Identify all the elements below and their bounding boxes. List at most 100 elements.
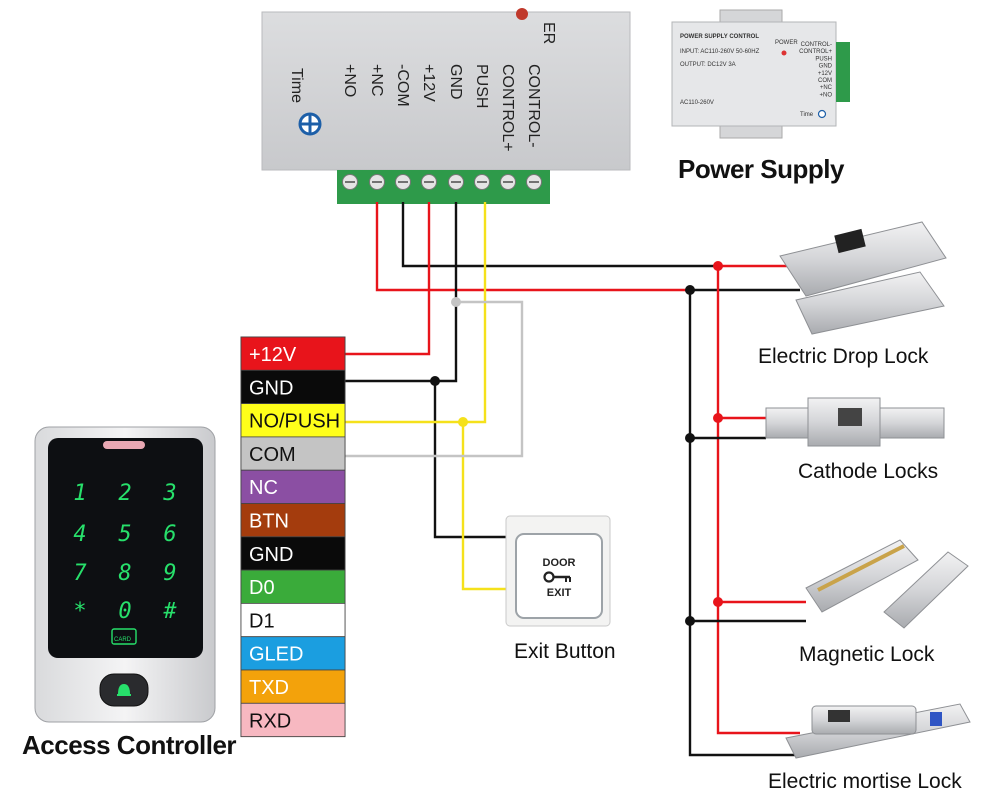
keypad-key[interactable]: 3 bbox=[162, 481, 176, 506]
ps-led bbox=[781, 50, 787, 56]
svg-text:BTN: BTN bbox=[249, 511, 289, 533]
time-knob-icon bbox=[298, 112, 322, 136]
controller-case bbox=[261, 11, 631, 171]
keypad-key[interactable]: # bbox=[162, 599, 177, 624]
wires bbox=[345, 202, 806, 757]
access-controller-caption: Access Controller bbox=[22, 730, 236, 760]
ps-time-knob-icon bbox=[817, 109, 827, 119]
keypad-key[interactable]: 1 bbox=[73, 481, 86, 506]
keypad-key[interactable]: 6 bbox=[163, 522, 176, 547]
keypad-key[interactable]: 2 bbox=[118, 481, 131, 506]
keypad-key[interactable]: * bbox=[73, 599, 86, 624]
svg-text:D1: D1 bbox=[249, 610, 275, 632]
svg-text:COM: COM bbox=[249, 444, 296, 466]
terminal-block bbox=[337, 170, 550, 204]
ps-side-label: CONTROL- bbox=[801, 42, 832, 48]
svg-text:GLED: GLED bbox=[249, 644, 303, 666]
controller-terminal-label: CONTROL- bbox=[525, 64, 542, 148]
ps-power-label: POWER bbox=[775, 40, 798, 46]
wire-label-d0: D0 bbox=[240, 569, 346, 604]
ps-side-label: GND bbox=[819, 64, 833, 70]
controller-terminal-label: +NC bbox=[368, 64, 385, 96]
ps-header: POWER SUPPLY CONTROL bbox=[680, 34, 759, 40]
wire-label-no-push: NO/PUSH bbox=[240, 403, 346, 438]
controller-time-label: Time bbox=[288, 68, 305, 103]
keypad-indicator-light bbox=[103, 441, 145, 449]
wire-label-d1: D1 bbox=[240, 603, 346, 638]
ps-time-label: Time bbox=[800, 112, 814, 118]
wire-label-txd: TXD bbox=[240, 669, 346, 704]
ps-ac-label: AC110-260V bbox=[680, 100, 714, 106]
wire-label-com: COM bbox=[240, 436, 346, 471]
keypad-key[interactable]: 4 bbox=[73, 522, 86, 547]
ps-output-line: OUTPUT: DC12V 3A bbox=[680, 62, 736, 68]
ps-caption: Power Supply bbox=[678, 154, 845, 184]
ps-side-label: +NO bbox=[819, 92, 832, 98]
screw-icon bbox=[474, 174, 490, 190]
svg-text:NC: NC bbox=[249, 477, 278, 499]
cathode-lock: Cathode Locks bbox=[765, 397, 945, 483]
wire-label-gnd: GND bbox=[240, 536, 346, 571]
controller-terminal-label: -COM bbox=[394, 64, 411, 107]
ps-terminal-block bbox=[836, 42, 850, 102]
keypad-keys: 1 2 3 4 5 6 7 8 9 * 0 # bbox=[73, 481, 177, 624]
mortise-lock-caption: Electric mortise Lock bbox=[768, 770, 962, 793]
exit-button-bottom-text: EXIT bbox=[547, 587, 572, 599]
svg-text:GND: GND bbox=[249, 544, 293, 566]
controller-terminal-label: PUSH bbox=[473, 64, 490, 108]
ps-side-label: +NC bbox=[820, 85, 833, 91]
ps-side-label: CONTROL+ bbox=[799, 49, 832, 55]
cathode-lock-caption: Cathode Locks bbox=[798, 460, 938, 483]
keypad-key[interactable]: 5 bbox=[118, 522, 131, 547]
doorbell-icon bbox=[117, 684, 131, 696]
svg-text:NO/PUSH: NO/PUSH bbox=[249, 411, 340, 433]
keypad-key[interactable]: 7 bbox=[73, 561, 87, 586]
card-icon: CARD bbox=[111, 628, 137, 645]
controller-terminal-label: +NO bbox=[341, 64, 358, 97]
screw-icon bbox=[500, 174, 516, 190]
keypad-key[interactable]: 0 bbox=[118, 599, 131, 624]
wire-black-exit bbox=[433, 381, 512, 539]
key-icon bbox=[543, 571, 571, 583]
controller-led bbox=[516, 8, 528, 20]
drop-lock-caption: Electric Drop Lock bbox=[758, 345, 929, 368]
exit-button: DOOR EXIT Exit Button bbox=[505, 515, 616, 663]
svg-text:RXD: RXD bbox=[249, 710, 291, 732]
ps-side-label: +12V bbox=[818, 71, 832, 77]
controller-terminal-label: +12V bbox=[420, 64, 437, 102]
wire-label-btn: BTN bbox=[240, 503, 346, 538]
terminal-screws bbox=[342, 174, 542, 190]
keypad-key[interactable]: 9 bbox=[163, 561, 176, 586]
screw-icon bbox=[526, 174, 542, 190]
wire-black-nc-bus bbox=[401, 202, 718, 268]
wire-black-vertical-bus bbox=[688, 290, 800, 757]
wire-red-12v bbox=[345, 202, 431, 356]
keypad-key[interactable]: 8 bbox=[118, 561, 131, 586]
wire-label-gnd: GND bbox=[240, 369, 346, 404]
svg-text:CARD: CARD bbox=[114, 637, 132, 643]
controller-terminal-label: CONTROL+ bbox=[499, 64, 516, 152]
svg-text:TXD: TXD bbox=[249, 677, 289, 699]
wire-black-gnd bbox=[345, 202, 458, 383]
access-controller: 1 2 3 4 5 6 7 8 9 * 0 # CARD Access Controller bbox=[22, 426, 237, 760]
controller-box: ER Time CONTROL-CONTROL+PUSHGND+12V-COM+… bbox=[261, 8, 631, 204]
wire-label-rxd: RXD bbox=[240, 702, 346, 737]
magnetic-lock: Magnetic Lock bbox=[799, 539, 969, 666]
wire-red-com-bus bbox=[375, 202, 690, 292]
wire-label-gled: GLED bbox=[240, 636, 346, 671]
magnetic-lock-caption: Magnetic Lock bbox=[799, 643, 935, 666]
ps-input-line: INPUT: AC110-260V 50-60HZ bbox=[680, 49, 760, 55]
screw-icon bbox=[448, 174, 464, 190]
ps-side-label: COM bbox=[818, 78, 832, 84]
controller-top-fragment: ER bbox=[540, 22, 557, 44]
wire-label--12v: +12V bbox=[240, 336, 346, 371]
screw-icon bbox=[395, 174, 411, 190]
electric-mortise-lock: Electric mortise Lock bbox=[768, 703, 971, 793]
screw-icon bbox=[369, 174, 385, 190]
wire-yellow-push bbox=[345, 202, 487, 424]
ps-case bbox=[671, 21, 837, 127]
wire-red-vertical-bus bbox=[716, 266, 800, 735]
